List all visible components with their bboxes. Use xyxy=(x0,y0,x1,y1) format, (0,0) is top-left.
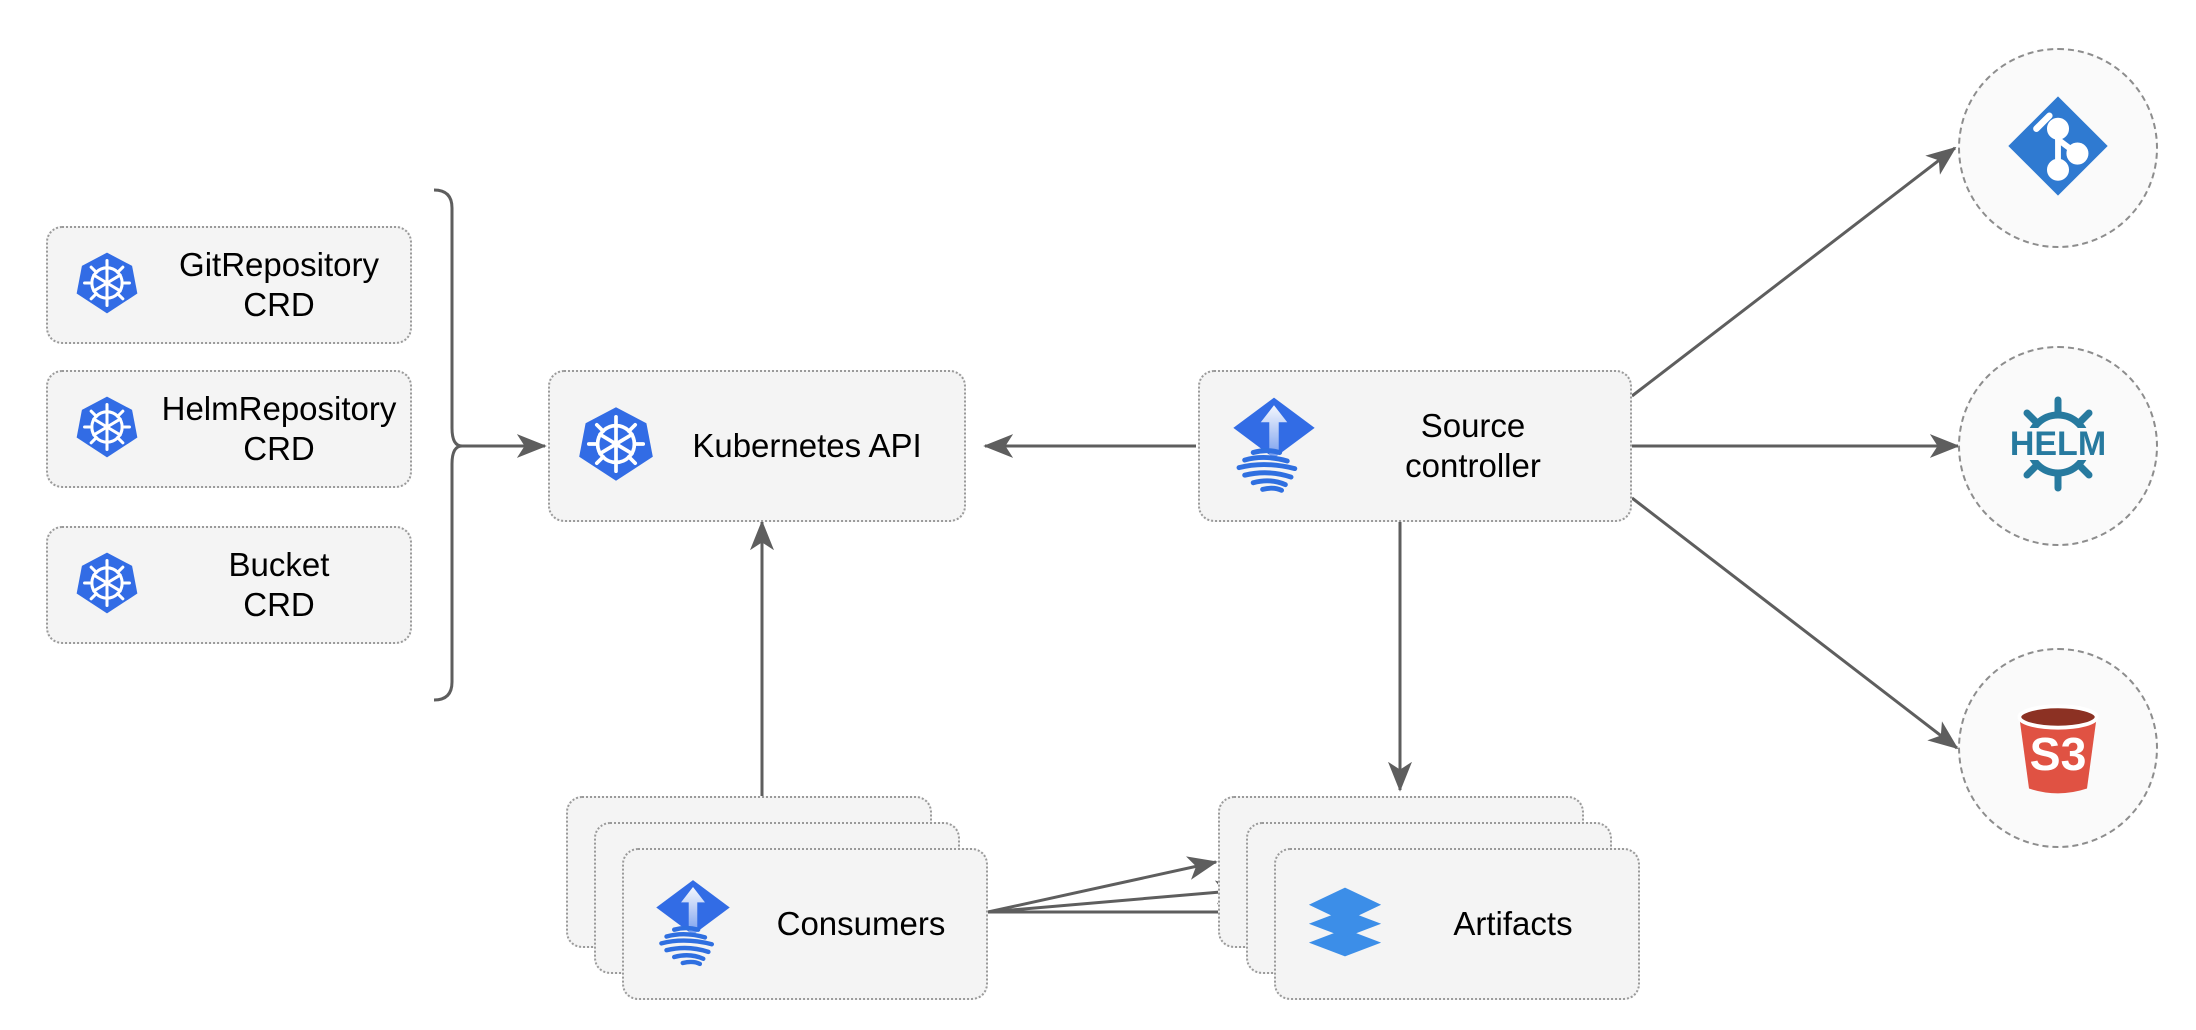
edge-consumers-to-artifacts-2 xyxy=(987,880,1246,914)
git-icon xyxy=(2004,92,2112,205)
node-label: GitRepository CRD xyxy=(179,245,379,323)
node-gitrepository-crd[interactable]: GitRepository CRD xyxy=(46,226,412,344)
external-git-source[interactable] xyxy=(1958,48,2158,248)
kubernetes-icon xyxy=(74,394,140,465)
external-helm-source[interactable]: HELM xyxy=(1958,346,2158,546)
helm-label: HELM xyxy=(2010,425,2106,463)
helm-icon: HELM xyxy=(1998,384,2118,509)
node-label: Artifacts xyxy=(1453,905,1573,942)
flux-icon xyxy=(650,875,736,974)
kubernetes-icon xyxy=(74,550,140,621)
consumers-card-front[interactable]: Consumers xyxy=(622,848,988,1000)
node-label: Bucket CRD xyxy=(228,545,330,623)
kubernetes-icon xyxy=(576,404,656,489)
node-label: Kubernetes API xyxy=(692,426,922,464)
s3-icon: S3 xyxy=(2000,688,2116,809)
node-source-controller[interactable]: Source controller xyxy=(1198,370,1632,522)
kubernetes-icon xyxy=(74,250,140,321)
node-kubernetes-api[interactable]: Kubernetes API xyxy=(548,370,966,522)
node-label: Consumers xyxy=(776,905,946,942)
edge-source-controller-to-s3 xyxy=(1631,496,1959,750)
node-helmrepository-crd[interactable]: HelmRepository CRD xyxy=(46,370,412,488)
edge-consumers-to-artifacts-1 xyxy=(987,856,1218,914)
crd-group-bracket xyxy=(433,188,463,702)
artifacts-card-front[interactable]: Artifacts xyxy=(1274,848,1640,1000)
layers-icon xyxy=(1302,879,1388,970)
flux-icon xyxy=(1226,392,1322,501)
node-bucket-crd[interactable]: Bucket CRD xyxy=(46,526,412,644)
s3-label: S3 xyxy=(2030,728,2087,780)
node-label: Source controller xyxy=(1405,406,1541,484)
node-label: HelmRepository CRD xyxy=(161,389,397,467)
external-s3-source[interactable]: S3 xyxy=(1958,648,2158,848)
edge-source-controller-to-git xyxy=(1631,146,1957,398)
